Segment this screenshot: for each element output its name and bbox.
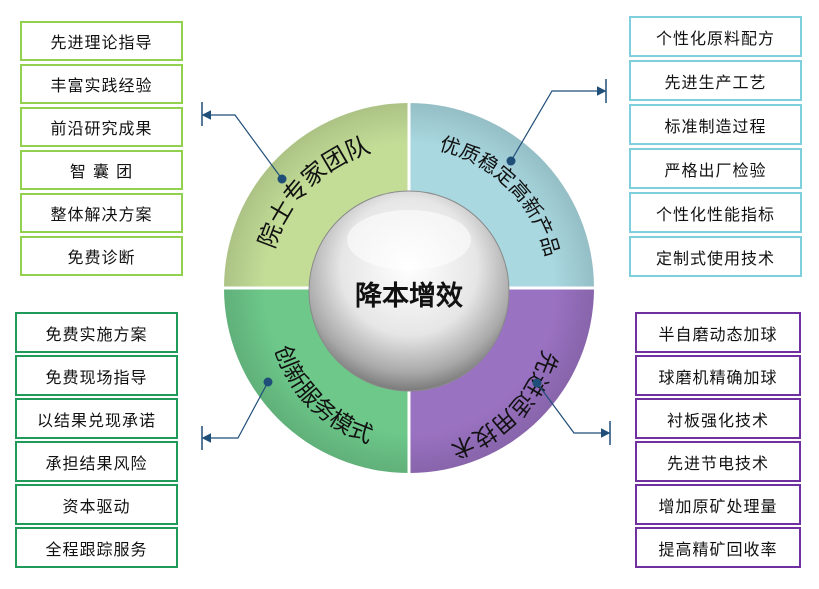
connector-dot bbox=[532, 378, 542, 388]
list-item: 球磨机精确加球 bbox=[635, 355, 801, 396]
connector-arrow bbox=[201, 110, 283, 180]
connector-dot bbox=[263, 377, 273, 387]
list-item: 以结果兑现承诺 bbox=[15, 398, 178, 439]
list-item: 前沿研究成果 bbox=[20, 107, 183, 147]
list-item: 增加原矿处理量 bbox=[635, 484, 801, 525]
sphere-highlight bbox=[347, 210, 471, 270]
connector-arrow bbox=[536, 382, 611, 438]
list-item: 整体解决方案 bbox=[20, 193, 183, 233]
list-item: 先进节电技术 bbox=[635, 441, 801, 482]
list-item: 免费诊断 bbox=[20, 236, 183, 276]
connector-arrow bbox=[201, 381, 269, 443]
list-item: 标准制造过程 bbox=[629, 104, 802, 145]
list-item: 严格出厂检验 bbox=[629, 148, 802, 189]
connector-dot bbox=[277, 174, 287, 184]
list-item: 智 囊 团 bbox=[20, 150, 183, 190]
center-label: 降本增效 bbox=[355, 280, 463, 312]
list-item: 衬板强化技术 bbox=[635, 398, 801, 439]
connector-dot bbox=[506, 156, 516, 166]
list-item: 免费现场指导 bbox=[15, 355, 178, 396]
list-item: 丰富实践经验 bbox=[20, 64, 183, 104]
list-item: 定制式使用技术 bbox=[629, 236, 802, 277]
list-item: 提高精矿回收率 bbox=[635, 527, 801, 568]
connector-arrow bbox=[510, 86, 607, 162]
list-item: 个性化性能指标 bbox=[629, 192, 802, 233]
list-item: 全程跟踪服务 bbox=[15, 527, 178, 568]
list-item: 先进理论指导 bbox=[20, 21, 183, 61]
list-item: 个性化原料配方 bbox=[629, 16, 802, 57]
list-item: 先进生产工艺 bbox=[629, 60, 802, 101]
list-item: 免费实施方案 bbox=[15, 312, 178, 353]
list-item: 半自磨动态加球 bbox=[635, 312, 801, 353]
list-item: 资本驱动 bbox=[15, 484, 178, 525]
list-item: 承担结果风险 bbox=[15, 441, 178, 482]
